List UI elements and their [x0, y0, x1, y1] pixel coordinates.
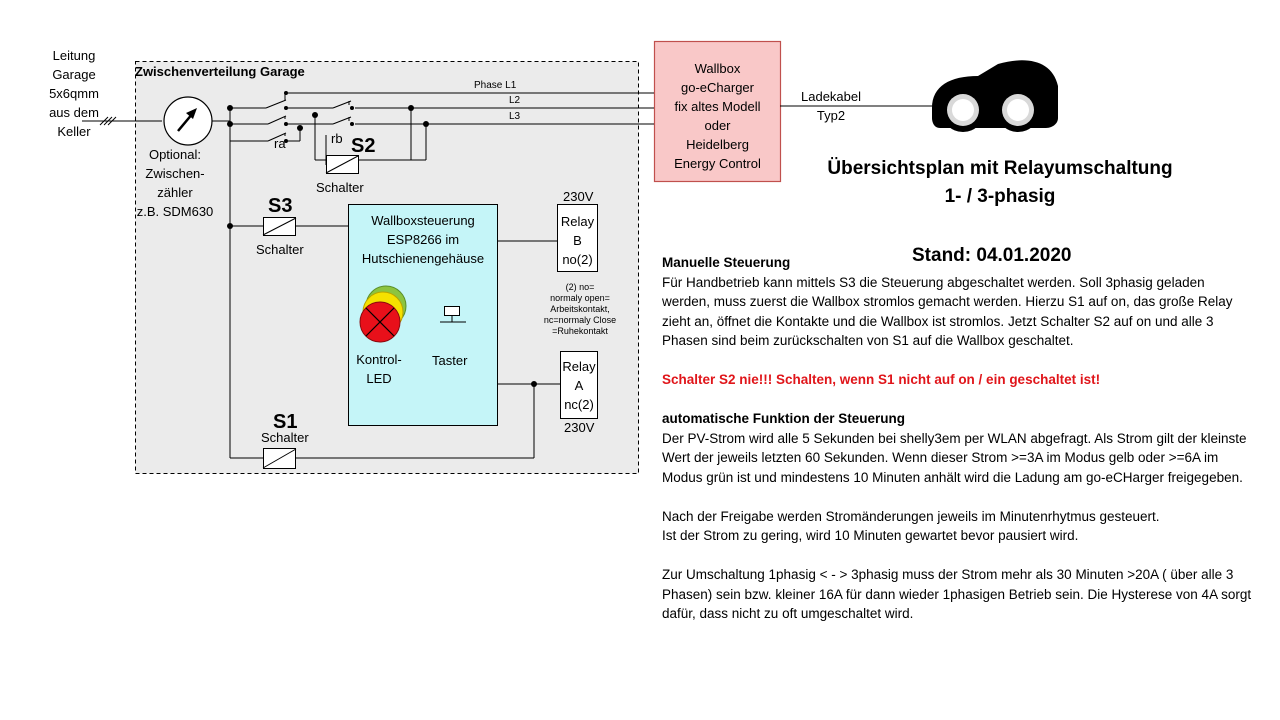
- meter-gauge-icon: [163, 96, 213, 146]
- controller-line: Hutschienengehäuse: [361, 251, 485, 266]
- switch-s1-symbol: [262, 448, 297, 469]
- auto-heading: automatische Funktion der Steuerung: [662, 411, 906, 426]
- relay-b-voltage: 230V: [563, 189, 594, 204]
- title-line-1: Übersichtsplan mit Relayumschaltung: [827, 158, 1173, 179]
- title-line-2: 1- / 3-phasig: [944, 186, 1056, 207]
- relay-a-line: Relay: [562, 359, 596, 374]
- relay-b-line: Relay: [560, 214, 595, 229]
- date-stamp: Stand: 04.01.2020: [912, 245, 1072, 266]
- paragraph-gap: [662, 546, 1252, 566]
- paragraph-gap: [662, 351, 1252, 371]
- switch-s1-label: Schalter: [261, 430, 309, 445]
- source-line: 5x6qmm: [49, 86, 99, 101]
- controller-line: Wallboxsteuerung: [371, 213, 475, 228]
- switch-s2-symbol: [325, 155, 359, 174]
- wallbox-line: go-eCharger: [681, 80, 754, 95]
- switch-body: Zur Umschaltung 1phasig < - > 3phasig mu…: [662, 567, 1252, 621]
- led-label: Kontrol- LED: [346, 350, 412, 388]
- auto-body: Der PV-Strom wird alle 5 Sekunden bei sh…: [662, 430, 1247, 485]
- release-line-2: Ist der Strom zu gering, wird 10 Minuten…: [662, 528, 1079, 543]
- relay-note-line: nc=normaly Close: [543, 315, 617, 325]
- source-line: Garage: [52, 67, 96, 82]
- led-label-line: Kontrol-: [356, 352, 402, 367]
- source-line: Leitung: [52, 48, 96, 63]
- relay-a-box: [560, 351, 598, 419]
- relay-note-line: Arbeitskontakt,: [550, 304, 610, 314]
- meter-line: Zwischen-: [145, 166, 205, 181]
- relay-note: (2) no= normaly open= Arbeitskontakt, nc…: [528, 282, 632, 337]
- relay-a-label: Relay A nc(2): [560, 357, 598, 414]
- warning-text: Schalter S2 nie!!! Schalten, wenn S1 nic…: [662, 372, 1101, 387]
- wallbox-box: [653, 40, 782, 183]
- led-label-line: LED: [366, 371, 392, 386]
- meter-line: Optional:: [148, 147, 202, 162]
- relay-b-line: B: [573, 233, 582, 248]
- switch-s3-symbol: [262, 217, 297, 236]
- contact-ra-label: ra: [274, 136, 286, 151]
- switch-s3-name: S3: [268, 195, 293, 217]
- release-line-1: Nach der Freigabe werden Stromänderungen…: [662, 508, 1160, 524]
- manual-heading: Manuelle Steuerung: [662, 255, 791, 270]
- relay-a-voltage: 230V: [564, 420, 595, 435]
- manual-body: Für Handbetrieb kann mittels S3 die Steu…: [662, 274, 1233, 349]
- controller-label: Wallboxsteuerung ESP8266 im Hutschieneng…: [348, 211, 498, 268]
- cable-line: Ladekabel: [801, 89, 861, 104]
- phase-l1-label: Phase L1: [474, 80, 517, 91]
- wallbox-line: oder: [704, 118, 731, 133]
- relay-b-label: Relay B no(2): [557, 212, 598, 269]
- relay-note-line: normaly open=: [550, 293, 610, 303]
- wires: [82, 92, 935, 459]
- switch-s3-label: Schalter: [256, 242, 304, 257]
- meter-line: z.B. SDM630: [136, 204, 214, 219]
- push-button-icon: [440, 306, 466, 323]
- wallbox-label: Wallbox go-eCharger fix altes Modell ode…: [654, 59, 781, 173]
- distribution-box-label: Zwischenverteilung Garage: [135, 64, 305, 79]
- wallbox-line: Energy Control: [674, 156, 761, 171]
- junction-dots: [227, 91, 537, 387]
- controller-line: ESP8266 im: [386, 232, 460, 247]
- relay-a-line: A: [574, 378, 584, 393]
- switch-s2-label: Schalter: [316, 180, 364, 195]
- contact-rb-label: rb: [331, 131, 343, 146]
- switch-s1-name: S1: [273, 411, 298, 433]
- wallbox-line: fix altes Modell: [674, 99, 761, 114]
- cable-label: Ladekabel Typ2: [790, 87, 872, 125]
- description-text: Manuelle Steuerung Für Handbetrieb kann …: [662, 253, 1252, 624]
- relay-a-line: nc(2): [564, 397, 594, 412]
- wallbox-line: Wallbox: [694, 61, 741, 76]
- cable-line: Typ2: [816, 108, 846, 123]
- car-icon: [932, 60, 1058, 132]
- source-label: Leitung Garage 5x6qmm aus dem Keller: [36, 46, 112, 141]
- relay-b-box: [557, 204, 598, 272]
- relay-b-line: no(2): [562, 252, 593, 267]
- phase-l3-label: L3: [509, 111, 521, 122]
- button-label: Taster: [432, 353, 468, 368]
- paragraph-gap: [662, 487, 1252, 507]
- meter-label: Optional: Zwischen- zähler z.B. SDM630: [130, 145, 220, 221]
- led-icon: [359, 285, 407, 343]
- relay-note-line: =Ruhekontakt: [552, 326, 608, 336]
- paragraph-gap: [662, 390, 1252, 410]
- phase-l2-label: L2: [509, 95, 521, 106]
- relay-note-line: (2) no=: [565, 282, 595, 292]
- source-line: Keller: [57, 124, 91, 139]
- wallbox-line: Heidelberg: [686, 137, 749, 152]
- switch-s2-name: S2: [351, 135, 376, 157]
- diagram-title: Übersichtsplan mit Relayumschaltung 1- /…: [780, 155, 1220, 211]
- source-line: aus dem: [49, 105, 99, 120]
- meter-line: zähler: [157, 185, 193, 200]
